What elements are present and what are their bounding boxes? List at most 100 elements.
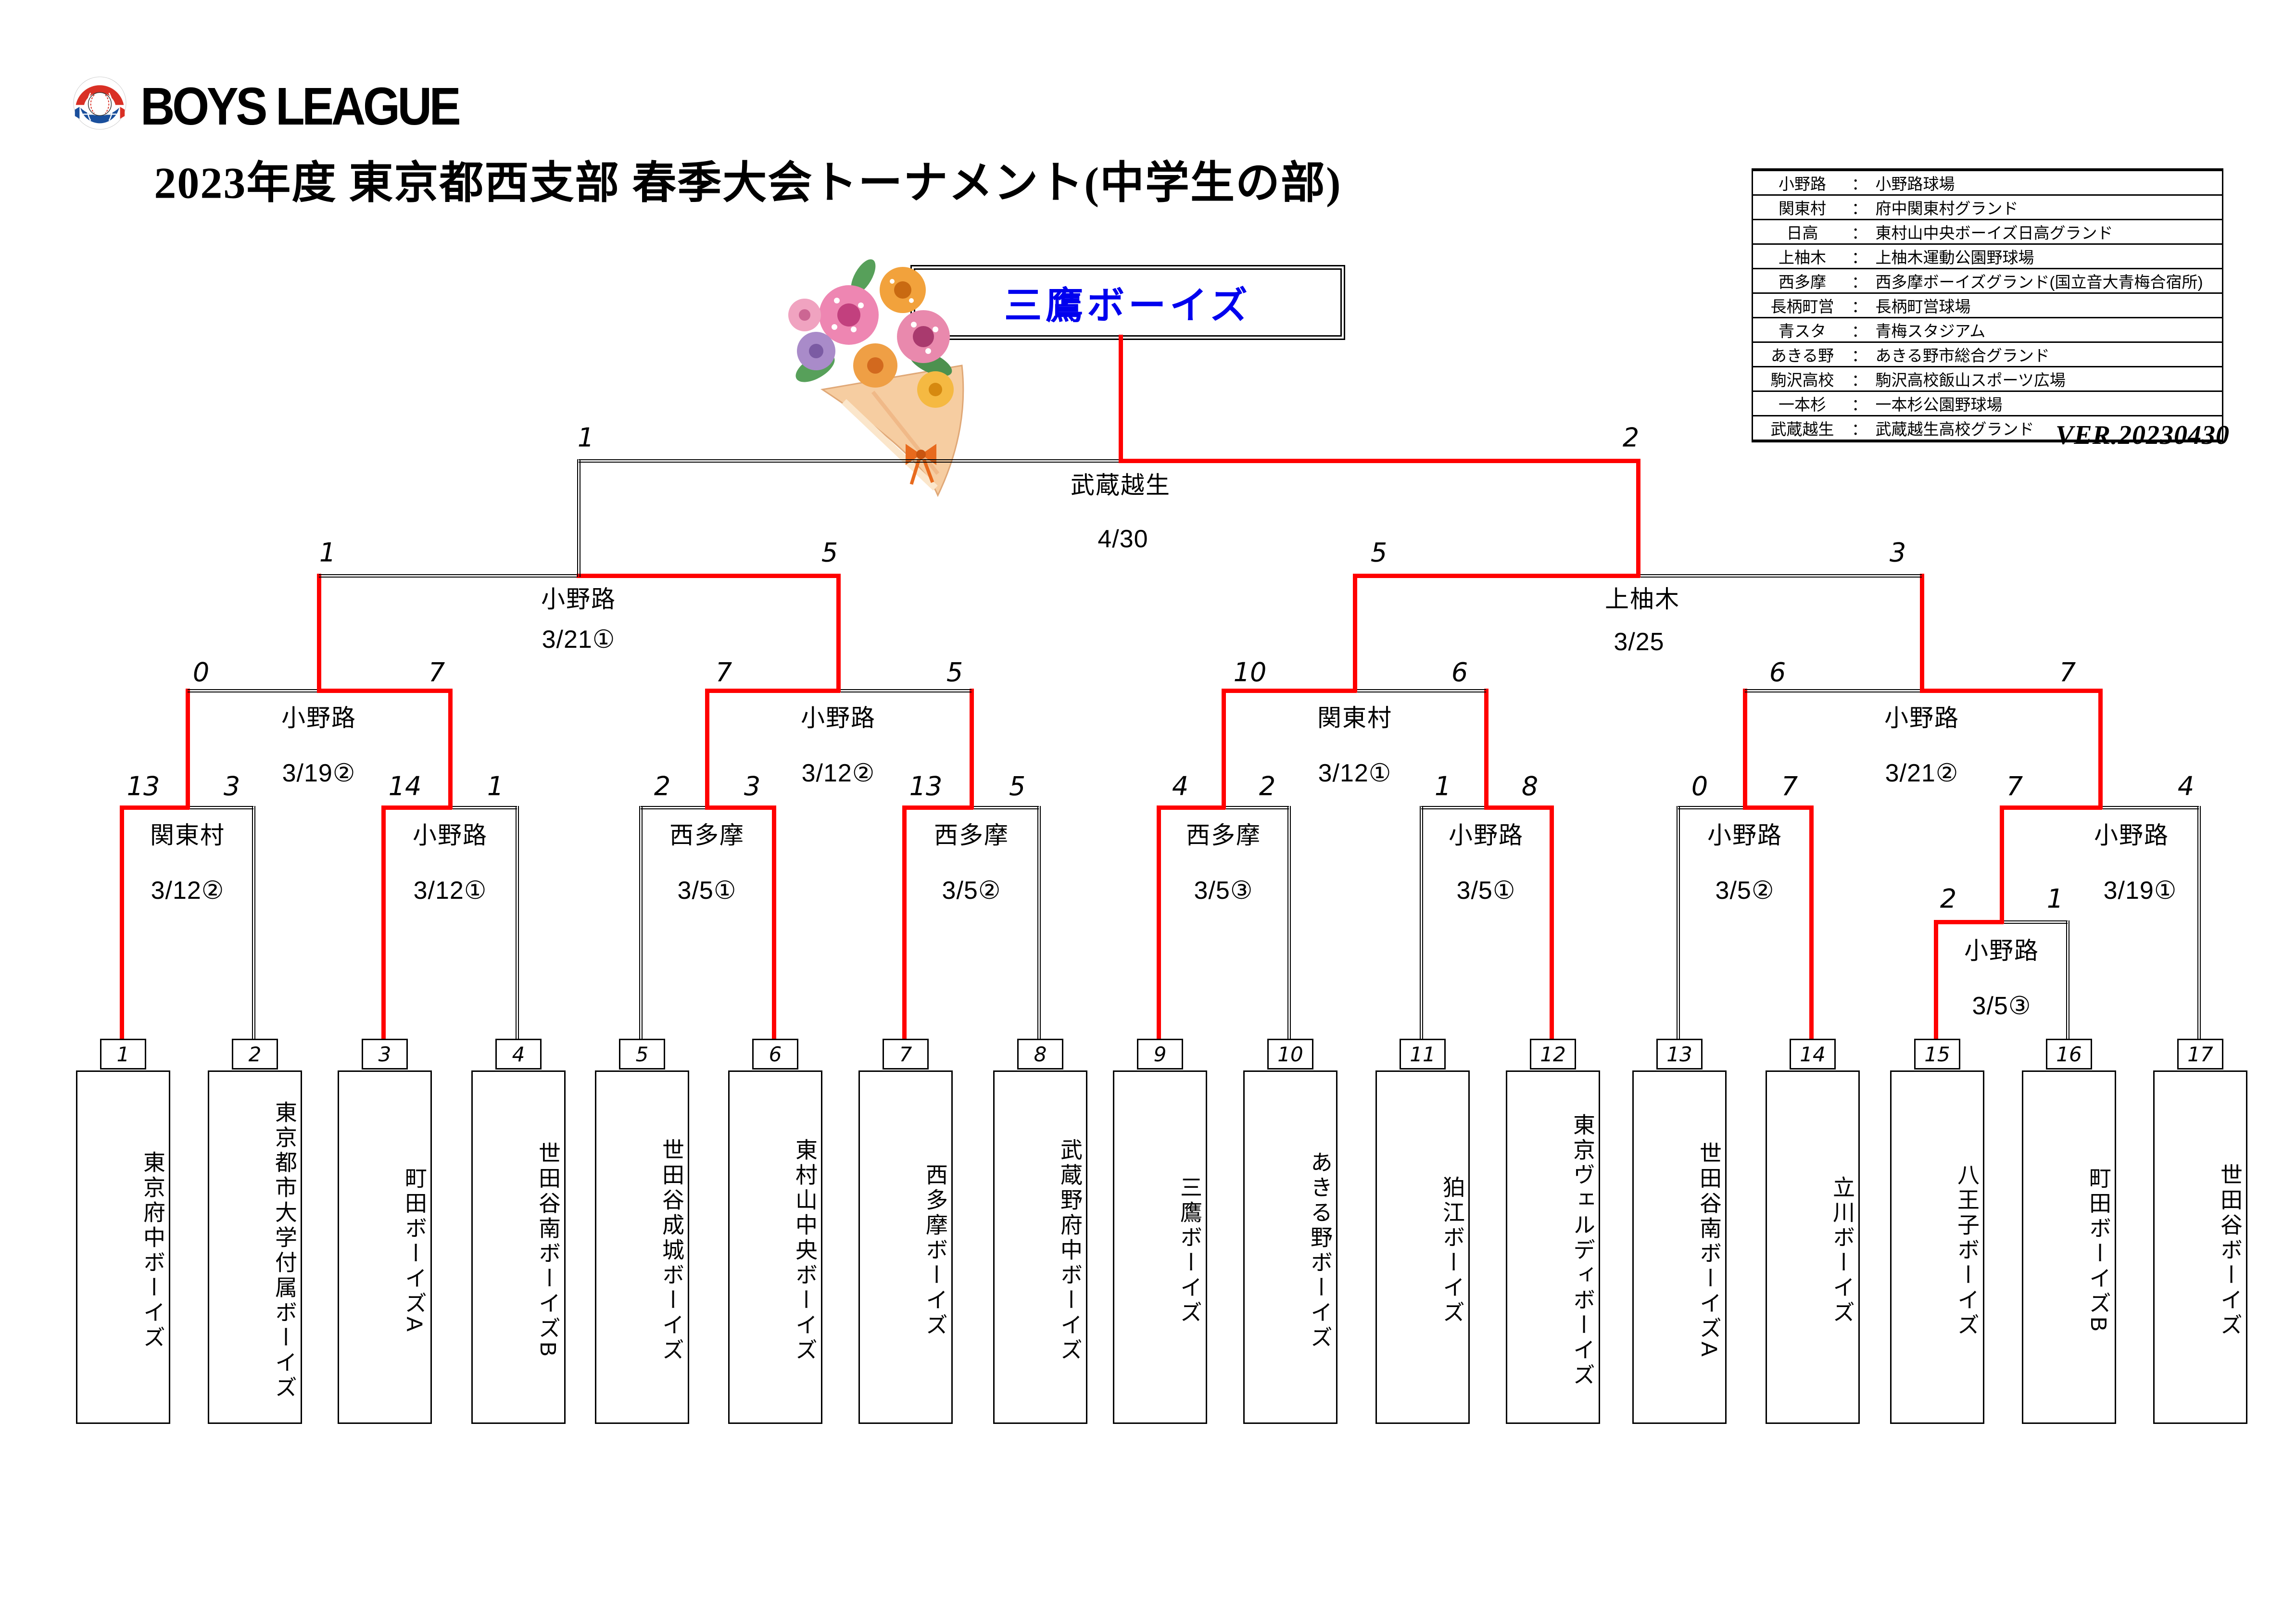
team-name-box: あきる野ボーイズ: [1243, 1070, 1337, 1424]
team-line-12: [1550, 805, 1554, 1041]
SF1-line-right: [577, 574, 840, 578]
team-name-box: 三鷹ボーイズ: [1113, 1070, 1207, 1424]
team-name-box: 狛江ボーイズ: [1375, 1070, 1470, 1424]
venue-abbr: 武蔵越生: [1753, 415, 1852, 441]
team-line-14: [1809, 805, 1814, 1041]
R1-5-score-left: 4: [1172, 771, 1189, 802]
team-name-box: 東京都市大学付属ボーイズ: [208, 1070, 302, 1424]
team-name: 東京都市大学付属ボーイズ: [272, 1100, 297, 1401]
venue-legend-row: 小野路： 小野路球場: [1753, 170, 2222, 196]
QF3-line-left: [1222, 689, 1357, 693]
R1-5-date: 3/5③: [1194, 877, 1253, 905]
team-name-box: 世田谷ボーイズ: [2153, 1070, 2247, 1424]
QF4-score-right: 7: [2059, 657, 2076, 688]
PLAYIN-date: 3/5③: [1972, 992, 2031, 1020]
FINAL-score-right: 2: [1622, 422, 1640, 453]
R1-8-venue: 小野路: [2094, 822, 2169, 849]
R1-6-venue: 小野路: [1449, 822, 1524, 849]
R1-3-date: 3/5①: [677, 877, 737, 905]
team-name: 東京ヴェルディボーイズ: [1570, 1113, 1595, 1388]
venue-legend-row: 駒沢高校： 駒沢高校飯山スポーツ広場: [1753, 366, 2222, 392]
R1-5-advance-line: [1222, 689, 1226, 809]
team-line-4: [516, 806, 519, 1040]
team-number: 17: [2187, 1042, 2213, 1066]
FINAL-line-right: [1119, 459, 1640, 463]
team-number-box: 10: [1267, 1039, 1313, 1069]
QF2-score-right: 5: [946, 657, 963, 688]
team-name: 町田ボーイズB: [2086, 1167, 2111, 1334]
SF2-venue: 上柚木: [1605, 586, 1680, 613]
QF3-score-left: 10: [1233, 657, 1267, 688]
QF3-line-right: [1355, 689, 1486, 692]
team-number: 4: [512, 1042, 525, 1066]
SF2-score-right: 3: [1889, 537, 1906, 568]
PLAYIN-line-left: [1934, 920, 2004, 924]
R1-7-advance-line: [1743, 689, 1747, 809]
team-name: 三鷹ボーイズ: [1177, 1175, 1202, 1326]
R1-6-date: 3/5①: [1456, 877, 1516, 905]
team-number-box: 6: [752, 1039, 798, 1069]
SF2-line-right: [1638, 574, 1922, 578]
team-number: 6: [769, 1042, 782, 1066]
team-number: 7: [899, 1042, 912, 1066]
R1-8-line-left: [2000, 805, 2102, 810]
SF1-score-left: 1: [319, 537, 336, 568]
team-line-7: [902, 805, 907, 1041]
venue-abbr: 駒沢高校: [1753, 366, 1852, 392]
R1-7-line-left: [1678, 806, 1745, 809]
champion-box: 三鷹ボーイズ: [910, 265, 1345, 340]
R1-3-venue: 西多摩: [669, 822, 744, 849]
venue-abbr: 長柄町営: [1753, 292, 1852, 318]
venue-abbr: 小野路: [1753, 170, 1852, 196]
R1-2-score-left: 14: [388, 771, 422, 802]
venue-abbr: 上柚木: [1753, 243, 1852, 269]
R1-4-date: 3/5②: [942, 877, 1001, 905]
R1-3-score-right: 3: [744, 771, 761, 802]
team-name: 立川ボーイズ: [1830, 1175, 1855, 1326]
R1-5-venue: 西多摩: [1186, 822, 1261, 849]
R1-6-line-right: [1484, 805, 1553, 810]
venue-name: ： 府中関東村グランド: [1852, 194, 2222, 220]
R1-1-venue: 関東村: [150, 822, 225, 849]
R1-8-score-left: 7: [2006, 771, 2023, 802]
R1-2-date: 3/12①: [413, 877, 487, 905]
QF2-score-left: 7: [715, 657, 732, 688]
QF4-line-right: [1920, 689, 2102, 693]
PLAYIN-venue: 小野路: [1964, 937, 2039, 964]
team-name-box: 西多摩ボーイズ: [858, 1070, 953, 1424]
team-number-box: 17: [2177, 1039, 2223, 1069]
venue-abbr: 関東村: [1753, 194, 1852, 220]
team-number: 12: [1540, 1042, 1566, 1066]
team-name: 狛江ボーイズ: [1440, 1175, 1465, 1326]
R1-7-venue: 小野路: [1707, 822, 1782, 849]
team-number-box: 8: [1017, 1039, 1063, 1069]
R1-6-advance-line: [1484, 689, 1489, 809]
team-number-box: 12: [1530, 1039, 1576, 1069]
QF4-score-left: 6: [1769, 657, 1786, 688]
venue-abbr: 一本杉: [1753, 390, 1852, 416]
team-line-11: [1420, 806, 1423, 1040]
team-line-1: [120, 805, 124, 1041]
team-number: 11: [1410, 1042, 1436, 1066]
team-name: 世田谷南ボーイズB: [536, 1142, 561, 1359]
PLAYIN-advance-line: [2000, 805, 2004, 924]
R1-1-date: 3/12②: [151, 877, 225, 905]
FINAL-advance-line: [1119, 335, 1123, 463]
team-name-box: 武蔵野府中ボーイズ: [993, 1070, 1087, 1424]
team-name: 武蔵野府中ボーイズ: [1058, 1138, 1083, 1363]
team-number-box: 11: [1400, 1039, 1446, 1069]
team-number-box: 4: [495, 1039, 542, 1069]
team-number: 10: [1277, 1042, 1303, 1066]
QF1-advance-line: [317, 574, 321, 692]
team-line-5: [639, 806, 643, 1040]
PLAYIN-line-right: [2002, 920, 2068, 924]
QF4-advance-line: [1920, 574, 1924, 692]
QF4-line-left: [1745, 689, 1922, 692]
team-name: 西多摩ボーイズ: [923, 1163, 948, 1338]
team-name: あきる野ボーイズ: [1308, 1150, 1333, 1351]
team-number: 16: [2056, 1042, 2082, 1066]
R1-2-venue: 小野路: [413, 822, 488, 849]
QF2-date: 3/12②: [801, 759, 875, 787]
R1-4-line-left: [902, 805, 973, 810]
